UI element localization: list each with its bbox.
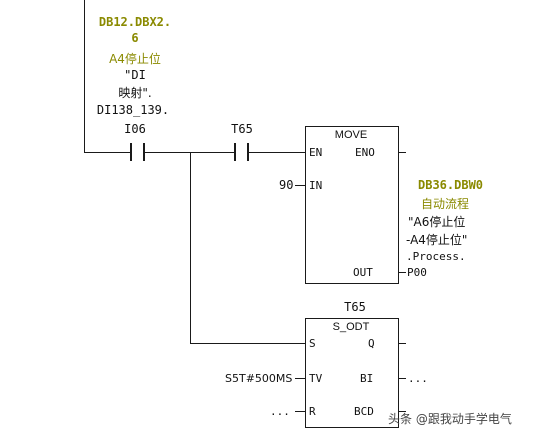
timer-tv-wire: [295, 378, 305, 379]
contact1-comment: A4停止位: [109, 52, 161, 66]
timer-r-wire: [295, 411, 305, 412]
move-in-label: IN: [309, 179, 323, 192]
watermark-text: 头条 @跟我动手学电气: [388, 412, 512, 426]
timer-q-label: Q: [368, 337, 375, 350]
timer-tv-label: TV: [309, 372, 323, 385]
move-eno-wire: [398, 152, 406, 153]
left-power-rail: [84, 0, 85, 152]
move-en-label: EN: [309, 146, 323, 159]
move-in-wire: [295, 185, 305, 186]
rung-wire-3: [249, 152, 305, 153]
timer-block-title: S_ODT: [332, 321, 370, 333]
contact1-bar-right[interactable]: [143, 143, 145, 161]
contact2-bar-right[interactable]: [247, 143, 249, 161]
contact1-bar-left[interactable]: [130, 143, 132, 161]
branch-to-timer-wire: [190, 343, 305, 344]
move-out-wire: [398, 272, 406, 273]
timer-s-label: S: [309, 337, 316, 350]
rung-wire-2: [145, 152, 234, 153]
contact1-operand: I06: [124, 122, 146, 136]
move-out-symbol-line3: .Process.: [406, 250, 466, 263]
timer-bi-value[interactable]: ...: [408, 372, 428, 385]
timer-tv-value[interactable]: S5T#500MS: [225, 372, 293, 385]
move-in-value[interactable]: 90: [279, 178, 294, 192]
contact1-address-cont: 6: [131, 31, 139, 45]
timer-operand: T65: [344, 300, 366, 314]
contact2-operand: T65: [231, 122, 253, 136]
timer-bcd-label: BCD: [354, 405, 374, 418]
move-out-symbol-line1: "A6停止位: [408, 215, 466, 229]
timer-bi-label: BI: [360, 372, 374, 385]
timer-r-label: R: [309, 405, 316, 418]
move-out-value[interactable]: P00: [407, 266, 427, 279]
timer-block[interactable]: [305, 318, 399, 428]
contact1-symbol-line3: DI138_139.: [96, 103, 170, 117]
move-out-symbol-line2: -A4停止位": [406, 233, 468, 247]
timer-q-wire: [398, 343, 406, 344]
timer-r-value[interactable]: ...: [270, 405, 290, 418]
branch-vertical-wire: [190, 152, 191, 344]
move-out-label: OUT: [353, 266, 373, 279]
move-out-address: DB36.DBW0: [418, 178, 484, 192]
timer-bi-wire: [398, 378, 406, 379]
rung-wire-1: [84, 152, 130, 153]
contact2-bar-left[interactable]: [234, 143, 236, 161]
move-block-title: MOVE: [334, 129, 368, 141]
contact1-address: DB12.DBX2.: [98, 15, 172, 29]
move-eno-label: ENO: [355, 146, 375, 159]
contact1-symbol-line1: "DI: [124, 68, 146, 82]
move-out-comment: 自动流程: [421, 197, 470, 211]
move-block[interactable]: [305, 126, 399, 284]
timer-bcd-wire: [398, 411, 406, 412]
contact1-symbol-line2: 映射".: [118, 86, 152, 100]
